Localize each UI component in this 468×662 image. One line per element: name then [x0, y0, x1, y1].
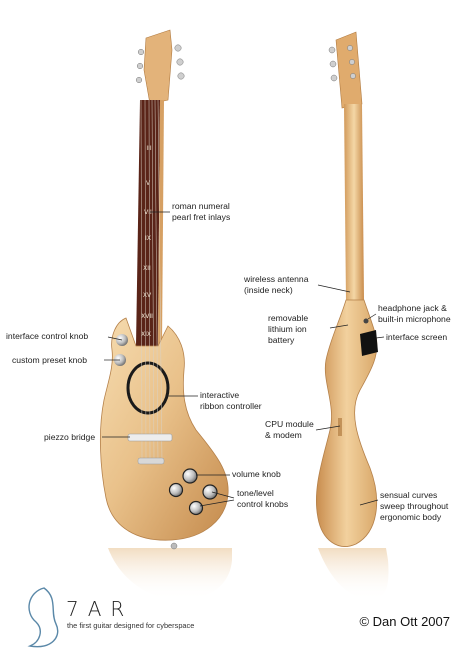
logo-mark [27, 587, 59, 648]
svg-text:VII: VII [144, 209, 152, 216]
label-piezzo: piezzo bridge [44, 432, 95, 443]
label-ribbon-line: ribbon controller [200, 401, 262, 411]
front-body [99, 317, 229, 541]
label-curves-line: sweep throughout [380, 501, 449, 511]
label-antenna-line: wireless antenna [244, 274, 309, 284]
label-interface-knob-line: interface control knob [6, 331, 89, 341]
tuning-pegs-side [328, 45, 356, 82]
label-ribbon-line: interactive [200, 390, 240, 400]
strings [140, 99, 163, 463]
side-reflection [318, 548, 389, 600]
tuning-pegs-front [135, 44, 185, 84]
label-battery: removable lithium ion battery [268, 313, 308, 346]
front-guitar: III V VII IX XII XV XVII XIX [99, 29, 232, 600]
side-guitar [315, 31, 389, 600]
label-interface-knob: interface control knob [6, 331, 88, 342]
label-headphone: headphone jack & built-in microphone [378, 303, 451, 325]
label-cpu: CPU module & modem [265, 419, 314, 441]
label-headphone-line: built-in microphone [378, 314, 451, 324]
svg-text:XIX: XIX [141, 331, 151, 338]
piezzo-bridge [127, 433, 173, 442]
label-cpu-line: CPU module [265, 419, 314, 429]
svg-text:IX: IX [145, 235, 151, 242]
label-battery-line: lithium ion [268, 324, 307, 334]
leader-lines [102, 211, 385, 507]
copyright-credit: © Dan Ott 2007 [359, 614, 450, 629]
label-preset-knob-line: custom preset knob [12, 355, 87, 365]
volume-knob [182, 468, 198, 484]
label-piezzo-line: piezzo bridge [44, 432, 96, 442]
cpu-module [338, 418, 342, 436]
label-antenna-line: (inside neck) [244, 285, 293, 295]
label-screen: interface screen [386, 332, 447, 343]
label-volume-line: volume knob [232, 469, 281, 479]
front-headstock [143, 29, 173, 105]
label-headphone-line: headphone jack & [378, 303, 447, 313]
headphone-jack [363, 318, 369, 324]
interface-screen [360, 330, 378, 356]
label-battery-line: battery [268, 335, 295, 345]
svg-text:V: V [146, 180, 151, 187]
label-volume: volume knob [232, 469, 281, 480]
side-headstock [335, 31, 363, 109]
label-cpu-line: & modem [265, 430, 302, 440]
side-neck [344, 104, 364, 302]
ribbon-controller [126, 361, 170, 415]
svg-text:XV: XV [143, 292, 152, 299]
strap-pin [170, 542, 178, 550]
label-curves-line: ergonomic body [380, 512, 442, 522]
side-body [315, 299, 378, 547]
label-curves-line: sensual curves [380, 490, 438, 500]
label-antenna: wireless antenna (inside neck) [244, 274, 309, 296]
logo-wordmark: 7AR [66, 597, 134, 621]
svg-text:XII: XII [143, 265, 151, 272]
tone-knob-2 [202, 484, 218, 500]
label-fret-inlays-line: roman numeral [172, 201, 230, 211]
tone-knob-3 [188, 500, 204, 516]
front-reflection [108, 548, 232, 600]
label-curves: sensual curves sweep throughout ergonomi… [380, 490, 448, 523]
label-tone-line: tone/level [237, 488, 274, 498]
label-battery-line: removable [268, 313, 309, 323]
tailpiece [137, 457, 165, 465]
fretboard [136, 100, 160, 346]
label-fret-inlays: roman numeral pearl fret inlays [172, 201, 230, 223]
label-preset-knob: custom preset knob [12, 355, 87, 366]
tone-knob-1 [168, 482, 184, 498]
logo-tagline: the first guitar designed for cyberspace [67, 621, 195, 630]
label-tone-line: control knobs [237, 499, 289, 509]
svg-text:XVII: XVII [141, 313, 153, 320]
label-ribbon: interactive ribbon controller [200, 390, 262, 412]
label-screen-line: interface screen [386, 332, 448, 342]
label-tone: tone/level control knobs [237, 488, 288, 510]
label-fret-inlays-line: pearl fret inlays [172, 212, 231, 222]
neck-edge [158, 100, 164, 346]
